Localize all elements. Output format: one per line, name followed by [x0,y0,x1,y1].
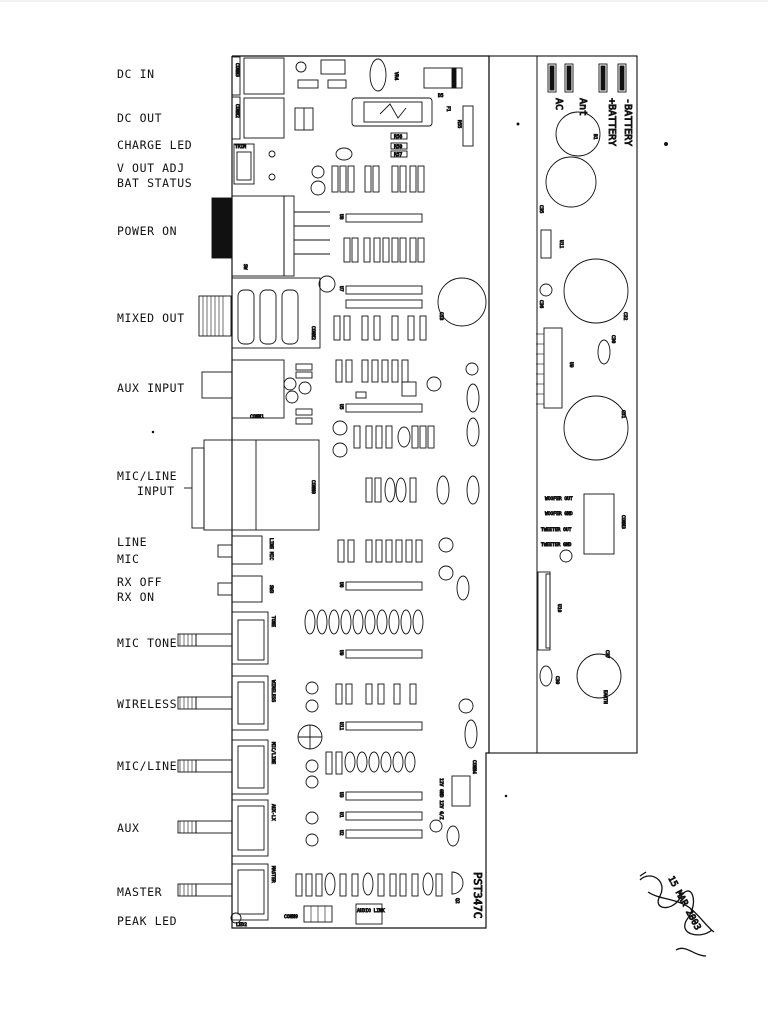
svg-text:R57: R57 [394,152,403,158]
svg-text:CONN2: CONN2 [310,326,316,340]
svg-text:EARTH: EARTH [602,690,608,704]
stamp-date: 15 MAR 2003 [665,875,702,932]
peak-led [230,912,242,924]
label-v-out-adj: V OUT ADJ [117,161,185,175]
label-rx-off: RX OFF [117,575,163,589]
svg-text:U1: U1 [338,812,344,818]
label-mic-tone: MIC TONE [117,636,178,650]
svg-text:C39: C39 [554,676,560,685]
label-charge-led: CHARGE LED [117,138,193,152]
conn3-label: CONN3 [234,63,240,77]
svg-text:CONN9: CONN9 [284,914,298,920]
svg-text:C36: C36 [538,300,544,309]
pot-wireless: WIRELESS [177,675,276,731]
label-minus-battery: -BATTERY [622,98,633,146]
svg-text:MASTER: MASTER [270,866,276,883]
svg-text:C18: C18 [438,312,444,321]
svg-text:U8: U8 [338,214,344,220]
svg-text:U10: U10 [556,604,562,613]
svg-text:D5: D5 [438,93,444,99]
power-board-outline [488,55,638,754]
svg-text:TWEETER OUT: TWEETER OUT [541,527,572,533]
svg-text:CONN1: CONN1 [250,414,264,420]
svg-text:U11: U11 [338,722,344,731]
svg-text:WOOFER GND: WOOFER GND [545,511,573,517]
svg-text:TONE: TONE [270,616,276,627]
svg-text:VR4: VR4 [393,72,399,81]
svg-text:CONN8: CONN8 [310,480,316,494]
svg-text:R59: R59 [394,144,403,150]
label-mixed-out: MIXED OUT [117,311,185,325]
svg-text:C32: C32 [622,312,628,321]
label-master: MASTER [117,885,163,899]
label-dc-in: DC IN [117,67,155,81]
svg-text:U6: U6 [338,582,344,588]
board-model: PST347C [471,872,484,918]
svg-text:AUX-LX: AUX-LX [270,804,276,821]
label-line: LINE [117,535,148,549]
label-plus-battery: +BATTERY [606,98,617,146]
svg-text:SW: SW [242,264,248,270]
label-peak-led: PEAK LED [117,914,178,928]
svg-text:U9: U9 [568,362,574,368]
svg-text:U11: U11 [558,240,564,249]
svg-text:C31: C31 [620,410,626,419]
svg-text:WOOFER OUT: WOOFER OUT [545,496,573,502]
label-wireless: WIRELESS [117,697,178,711]
svg-text:MIC/LINE: MIC/LINE [270,742,276,764]
svg-text:U5: U5 [338,404,344,410]
svg-text:C30: C30 [610,335,616,344]
capacitor-c37 [576,653,622,699]
svg-text:TRIM: TRIM [235,144,246,150]
svg-text:U7: U7 [338,286,344,292]
label-input: INPUT [137,484,175,498]
svg-text:Q2: Q2 [454,898,460,904]
svg-text:LED2: LED2 [236,922,247,928]
main-board-outline [231,55,490,929]
svg-text:C37: C37 [604,650,610,659]
svg-text:CONN4: CONN4 [471,760,477,774]
label-aux: AUX [117,821,140,835]
label-rx-on: RX ON [117,590,155,604]
capacitor-c32 [563,258,629,324]
capacitor-c31 [563,395,629,461]
label-mic-line: MIC/LINE [117,469,178,483]
svg-text:CONN3: CONN3 [620,515,626,529]
svg-text:CONN2: CONN2 [234,104,240,118]
signature-stamp [639,871,715,957]
capacitor-c18 [437,277,487,327]
speaker-output-conn [583,493,615,555]
label-bat-status: BAT STATUS [117,176,193,190]
pot-master: MASTER [177,863,276,921]
svg-text:LINE MIC: LINE MIC [268,538,274,560]
svg-text:U3: U3 [338,792,344,798]
svg-text:C35: C35 [538,205,544,214]
power-switch [211,197,233,259]
label-ac: AC [553,98,564,110]
svg-text:F1: F1 [445,106,451,112]
svg-text:WIRELESS: WIRELESS [270,680,276,702]
svg-text:12V GND 12V G/Z: 12V GND 12V G/Z [438,778,444,820]
svg-text:Ant: Ant [577,98,588,116]
svg-text:R55: R55 [456,120,462,129]
pot-mic-tone: TONE [177,611,276,665]
svg-text:SW3: SW3 [268,585,274,594]
label-mic: MIC [117,552,140,566]
svg-text:U2: U2 [338,830,344,836]
label-dc-out: DC OUT [117,111,163,125]
pot-mic-line: MIC/LINE [177,739,276,795]
label-mic-line-pot: MIC/LINE [117,759,178,773]
svg-text:R56: R56 [394,134,403,140]
label-power-on: POWER ON [117,224,178,238]
svg-text:B1: B1 [592,134,598,140]
svg-text:U9: U9 [338,650,344,656]
svg-text:AUDIO LINK: AUDIO LINK [357,908,385,914]
pot-aux: AUX-LX [177,799,276,857]
svg-text:TWEETER GND: TWEETER GND [541,542,572,548]
label-aux-input: AUX INPUT [117,381,185,395]
